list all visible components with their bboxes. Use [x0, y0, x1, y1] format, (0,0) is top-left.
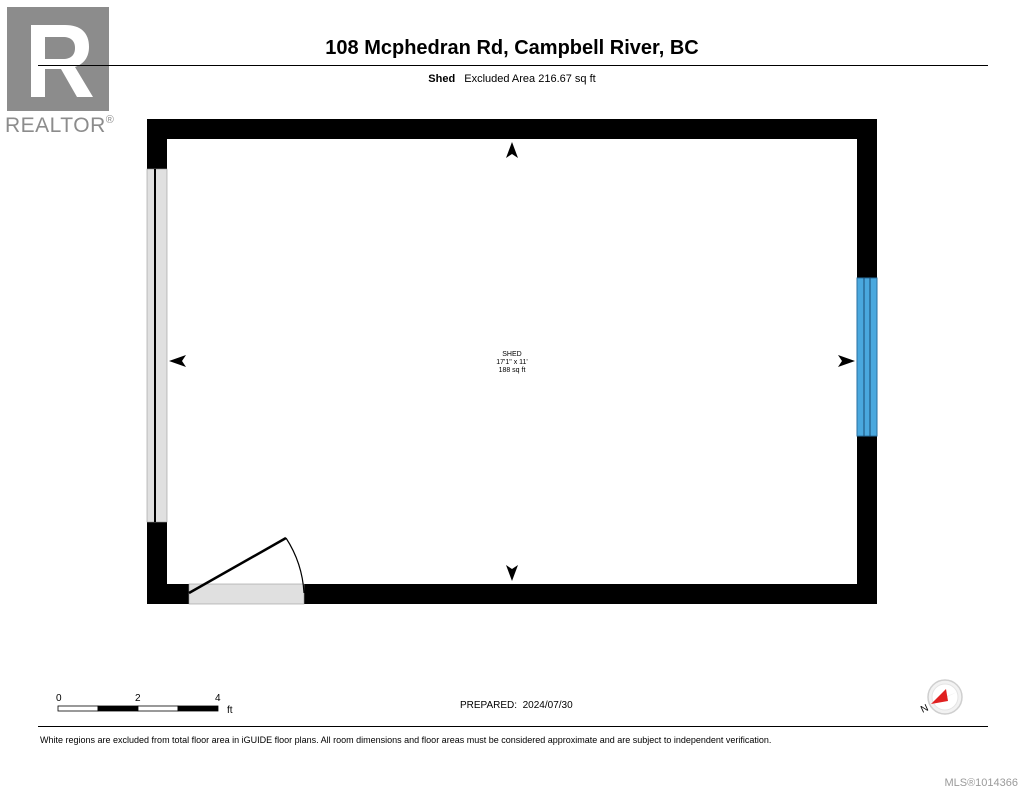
left-opening: [146, 168, 168, 523]
right-wall-lower: [857, 436, 877, 604]
bottom-wall-right: [304, 584, 877, 604]
mls-number: MLS®1014366: [944, 777, 1018, 789]
room-dimensions: 17'1" x 11': [496, 359, 528, 366]
scale-unit: ft: [227, 705, 233, 716]
room-name: SHED: [502, 351, 521, 358]
dimension-arrows: [169, 142, 855, 581]
scale-tick-0: 0: [56, 693, 62, 704]
header-divider: [38, 65, 988, 66]
realtor-wordmark: REALTOR®: [5, 114, 115, 137]
shed-walls: [147, 119, 877, 604]
compass-north-label: N: [919, 703, 930, 716]
door: [188, 536, 305, 605]
level-summary: Shed Excluded Area 216.67 sq ft: [0, 73, 1024, 85]
room-area: 188 sq ft: [499, 367, 526, 374]
excluded-area-note: Excluded Area 216.67 sq ft: [464, 73, 596, 85]
level-name: Shed: [428, 73, 456, 85]
scale-bar: 0 2 4 ft: [56, 693, 233, 716]
arrow-left-icon: [169, 355, 186, 367]
arrow-right-icon: [838, 355, 855, 367]
right-window: [856, 277, 878, 437]
prepared-date: PREPARED: 2024/07/30: [460, 700, 573, 711]
compass-icon: N: [919, 679, 963, 716]
realtor-logo: [5, 5, 120, 140]
arrow-down-icon: [506, 565, 518, 581]
disclaimer-text: White regions are excluded from total fl…: [40, 735, 772, 745]
left-wall-lower: [147, 522, 167, 604]
left-wall-upper: [147, 119, 167, 169]
realtor-r-mark: [7, 7, 109, 111]
right-wall-upper: [857, 119, 877, 278]
scale-tick-2: 2: [135, 693, 141, 704]
page-title: 108 Mcphedran Rd, Campbell River, BC: [325, 37, 699, 59]
top-wall: [147, 119, 877, 139]
arrow-up-icon: [506, 142, 518, 158]
scale-tick-4: 4: [215, 693, 221, 704]
footer-divider: [38, 726, 988, 727]
